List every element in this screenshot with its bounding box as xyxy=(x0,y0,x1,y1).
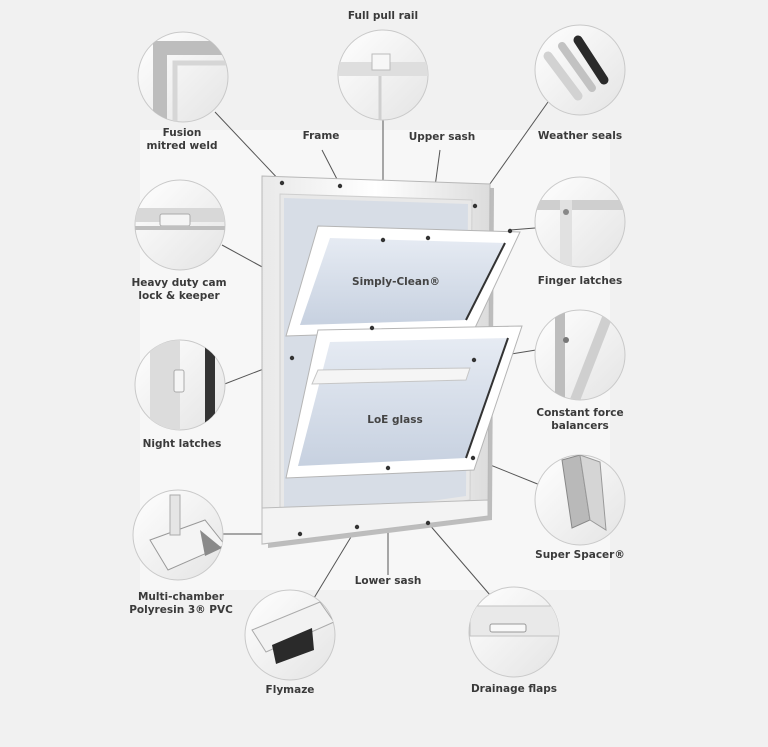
label-super-spacer: Super Spacer® xyxy=(535,549,625,561)
label-drainage: Drainage flaps xyxy=(470,683,558,695)
label-night-latches: Night latches xyxy=(142,438,222,450)
label-fusion-weld-line1: Fusion xyxy=(162,127,202,139)
finger-latches-detail xyxy=(534,176,626,268)
label-weather-seals: Weather seals xyxy=(537,130,623,142)
label-lower-sash: Lower sash xyxy=(354,575,422,587)
finger-latch-art xyxy=(535,200,625,267)
fusion-weld-art xyxy=(153,41,228,122)
pvc-art xyxy=(149,494,223,571)
label-cam-lock-line2: lock & keeper xyxy=(138,290,220,302)
weather-seals-art xyxy=(543,35,609,101)
upper-sash-glass xyxy=(300,238,505,325)
balancer-art xyxy=(555,310,615,400)
label-cam-lock: Heavy duty cam lock & keeper xyxy=(126,277,232,303)
drainage-art xyxy=(469,605,559,637)
leader-fusion-weld xyxy=(214,111,283,184)
upper-sash-seal xyxy=(465,242,506,321)
label-pvc: Multi-chamber Polyresin 3® PVC xyxy=(126,591,236,617)
pull-rail-art xyxy=(338,53,428,120)
label-pvc-line2: Polyresin 3® PVC xyxy=(129,604,233,616)
night-latch-art xyxy=(150,340,215,430)
label-frame: Frame xyxy=(302,130,340,142)
cam-lock-art xyxy=(135,208,225,230)
label-upper-sash: Upper sash xyxy=(408,131,476,143)
frame-sill xyxy=(261,499,489,545)
label-flymaze: Flymaze xyxy=(265,684,315,696)
label-balancers: Constant force balancers xyxy=(530,407,630,433)
label-fusion-weld-line2: mitred weld xyxy=(146,140,218,152)
label-simply-clean: Simply-Clean® xyxy=(352,276,440,288)
label-balancers-line1: Constant force xyxy=(536,407,624,419)
label-fusion-weld: Fusion mitred weld xyxy=(134,127,230,153)
label-cam-lock-line1: Heavy duty cam xyxy=(131,277,227,289)
leader-flymaze xyxy=(313,526,358,599)
leader-finger-latches xyxy=(509,227,536,231)
meeting-rail xyxy=(311,367,471,385)
label-full-pull-rail: Full pull rail xyxy=(347,10,419,22)
label-pvc-line1: Multi-chamber xyxy=(137,591,225,603)
label-finger-latches: Finger latches xyxy=(537,275,623,287)
window-illustration xyxy=(261,175,523,548)
label-balancers-line2: balancers xyxy=(551,420,609,432)
callout-dots xyxy=(279,180,513,537)
super-spacer-art xyxy=(561,455,607,531)
lower-sash-seal xyxy=(465,337,509,459)
label-loe-glass: LoE glass xyxy=(367,414,423,426)
leader-drainage xyxy=(427,522,491,596)
